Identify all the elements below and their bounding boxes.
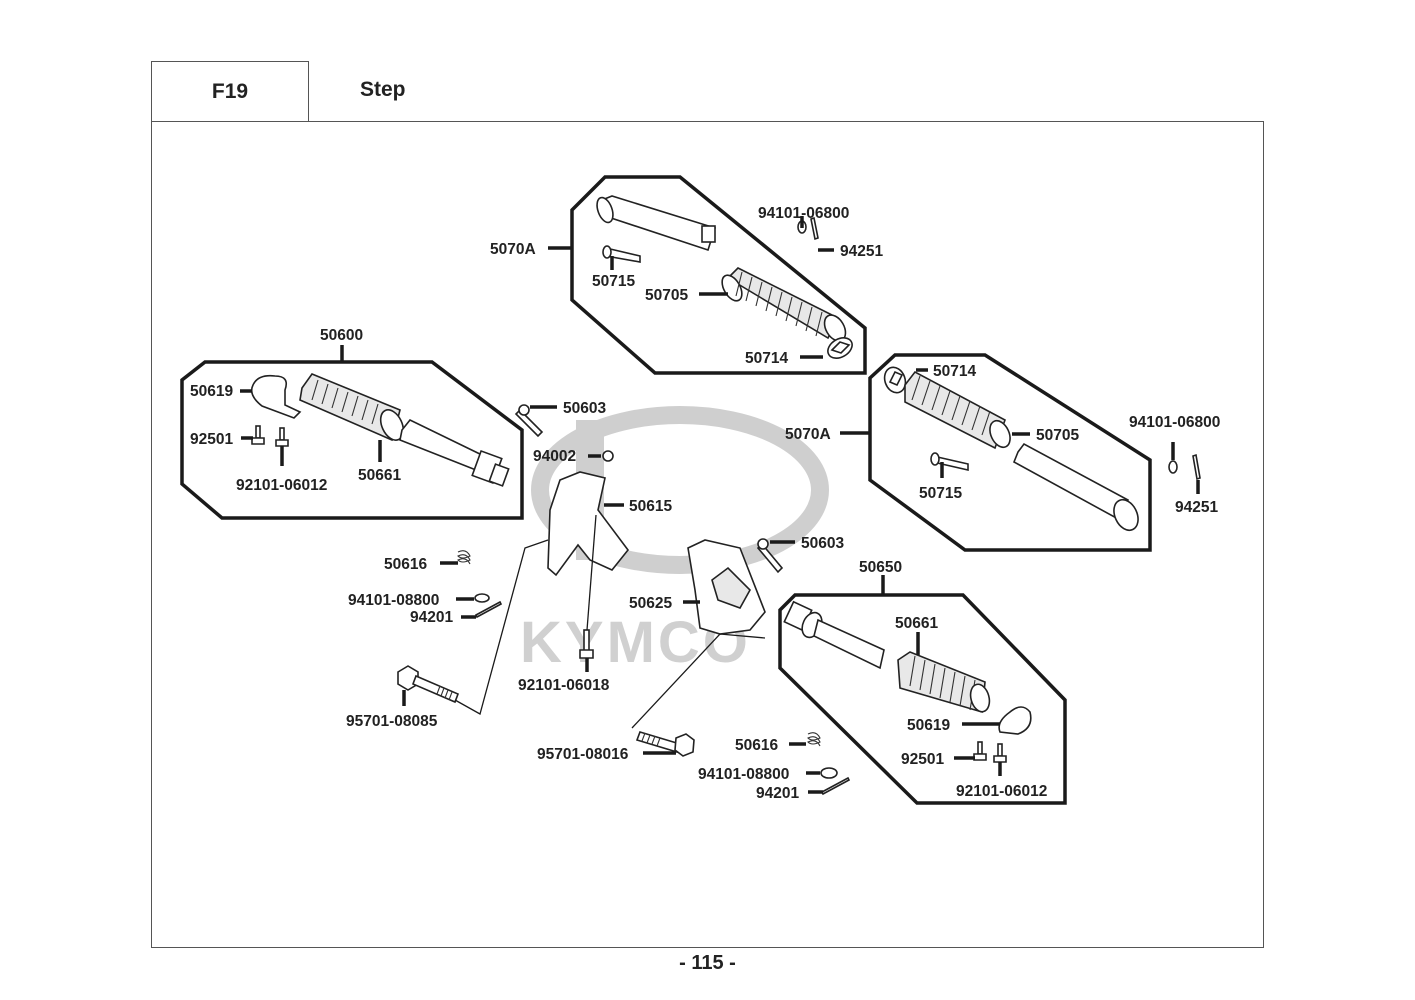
group-outline [570,175,867,375]
diagram-frame [151,121,1264,948]
label-50600: 50600 [320,327,363,344]
cotter-pin-94251-right [1192,453,1201,481]
label-50616-left: 50616 [384,556,427,573]
page-number: - 115 - [679,952,736,974]
label-5070A-right: 5070A [785,426,831,443]
rubber-grip-50705 [721,267,847,342]
label-94251-top: 94251 [840,243,883,260]
label-50714-right: 50714 [933,363,976,380]
label-94101-06800-right: 94101-06800 [1129,414,1220,431]
label-50619-left: 50619 [190,383,233,400]
label-50625: 50625 [629,595,672,612]
pin-50715-right [930,452,969,472]
group-right-5070A: 50714 5070A 50705 50715 94101-06800 9425… [785,353,1220,552]
cotter-pin-94201-left [474,600,503,619]
label-95701-08085: 95701-08085 [346,713,438,730]
step-rubber-50661-right [897,651,991,714]
washer-94101-08800-left [474,593,490,603]
label-94201-right: 94201 [756,785,799,802]
group-outline [778,593,1067,805]
rubber-grip-50705-right [904,370,1011,450]
group-top-5070A: 5070A 50715 50705 50714 94101-06800 9425… [490,175,883,375]
label-94251-right: 94251 [1175,499,1218,516]
group-right-50650: 50650 50661 50619 92501 92101-06012 [778,559,1067,805]
group-outline [180,360,524,520]
footrest-shaft [596,195,717,252]
bolt-95701-08016 [635,731,695,757]
label-92501-left: 92501 [190,431,233,448]
label-50715-right: 50715 [919,485,962,502]
footrest-shaft-right [1012,442,1139,532]
cover-50619-left [250,374,302,419]
cotter-pin-94201-right [820,776,851,796]
step-shaft-left [399,419,510,487]
label-5070A-top: 5070A [490,241,536,258]
step-rubber-50661-left [299,373,405,442]
label-50661-right: 50661 [895,615,938,632]
washer-50714-right [883,366,907,394]
label-92501-right: 92501 [901,751,944,768]
washer-50714 [827,337,853,359]
label-50650: 50650 [859,559,902,576]
label-94101-08800-left: 94101-08800 [348,592,439,609]
label-50603-right: 50603 [801,535,844,552]
label-94002: 94002 [533,448,576,465]
spring-50616-left [457,550,471,565]
bolt-92101-06012-left [275,427,289,447]
bolt-92501-left [251,425,265,445]
bolt-92101-06012-right [993,743,1007,763]
label-50705-top: 50705 [645,287,688,304]
label-94201-left: 94201 [410,609,453,626]
group-outline [868,353,1152,552]
pin-50715 [602,245,641,263]
label-92101-06018: 92101-06018 [518,677,610,694]
section-title: Step [360,78,406,101]
label-50705-right: 50705 [1036,427,1079,444]
label-94101-08800-right: 94101-08800 [698,766,789,783]
label-94101-06800-top: 94101-06800 [758,205,849,222]
bolt-92101-06018 [579,629,594,659]
label-50603-left: 50603 [563,400,606,417]
nut-94002 [602,450,614,462]
label-50615: 50615 [629,498,672,515]
section-code: F19 [211,79,249,103]
cover-50619-right [998,706,1032,735]
bolt-95701-08085 [397,665,460,704]
section-code-cell: F19 [151,61,309,121]
bracket-50625-block [711,566,751,609]
washer-94101-06800-right [1168,460,1178,474]
group-left-50600: 50600 50619 92501 92101-06012 50661 [180,327,524,520]
watermark-ellipse [531,406,829,574]
cotter-pin-94251 [810,216,819,241]
pin-50603-left [514,404,544,438]
step-shaft-right [783,600,885,670]
label-50619-right: 50619 [907,717,950,734]
washer-94101-08800-right [820,767,838,779]
bolt-92501-right [973,741,987,761]
label-95701-08016: 95701-08016 [537,746,629,763]
label-50715-top: 50715 [592,273,635,290]
label-50661-left: 50661 [358,467,401,484]
label-92101-06012-right: 92101-06012 [956,783,1047,800]
pin-50603-right [756,538,784,574]
spring-50616-right [807,732,821,747]
label-50714-top: 50714 [745,350,788,367]
bracket-50615 [547,471,630,577]
label-92101-06012-left: 92101-06012 [236,477,327,494]
label-50616-right: 50616 [735,737,778,754]
